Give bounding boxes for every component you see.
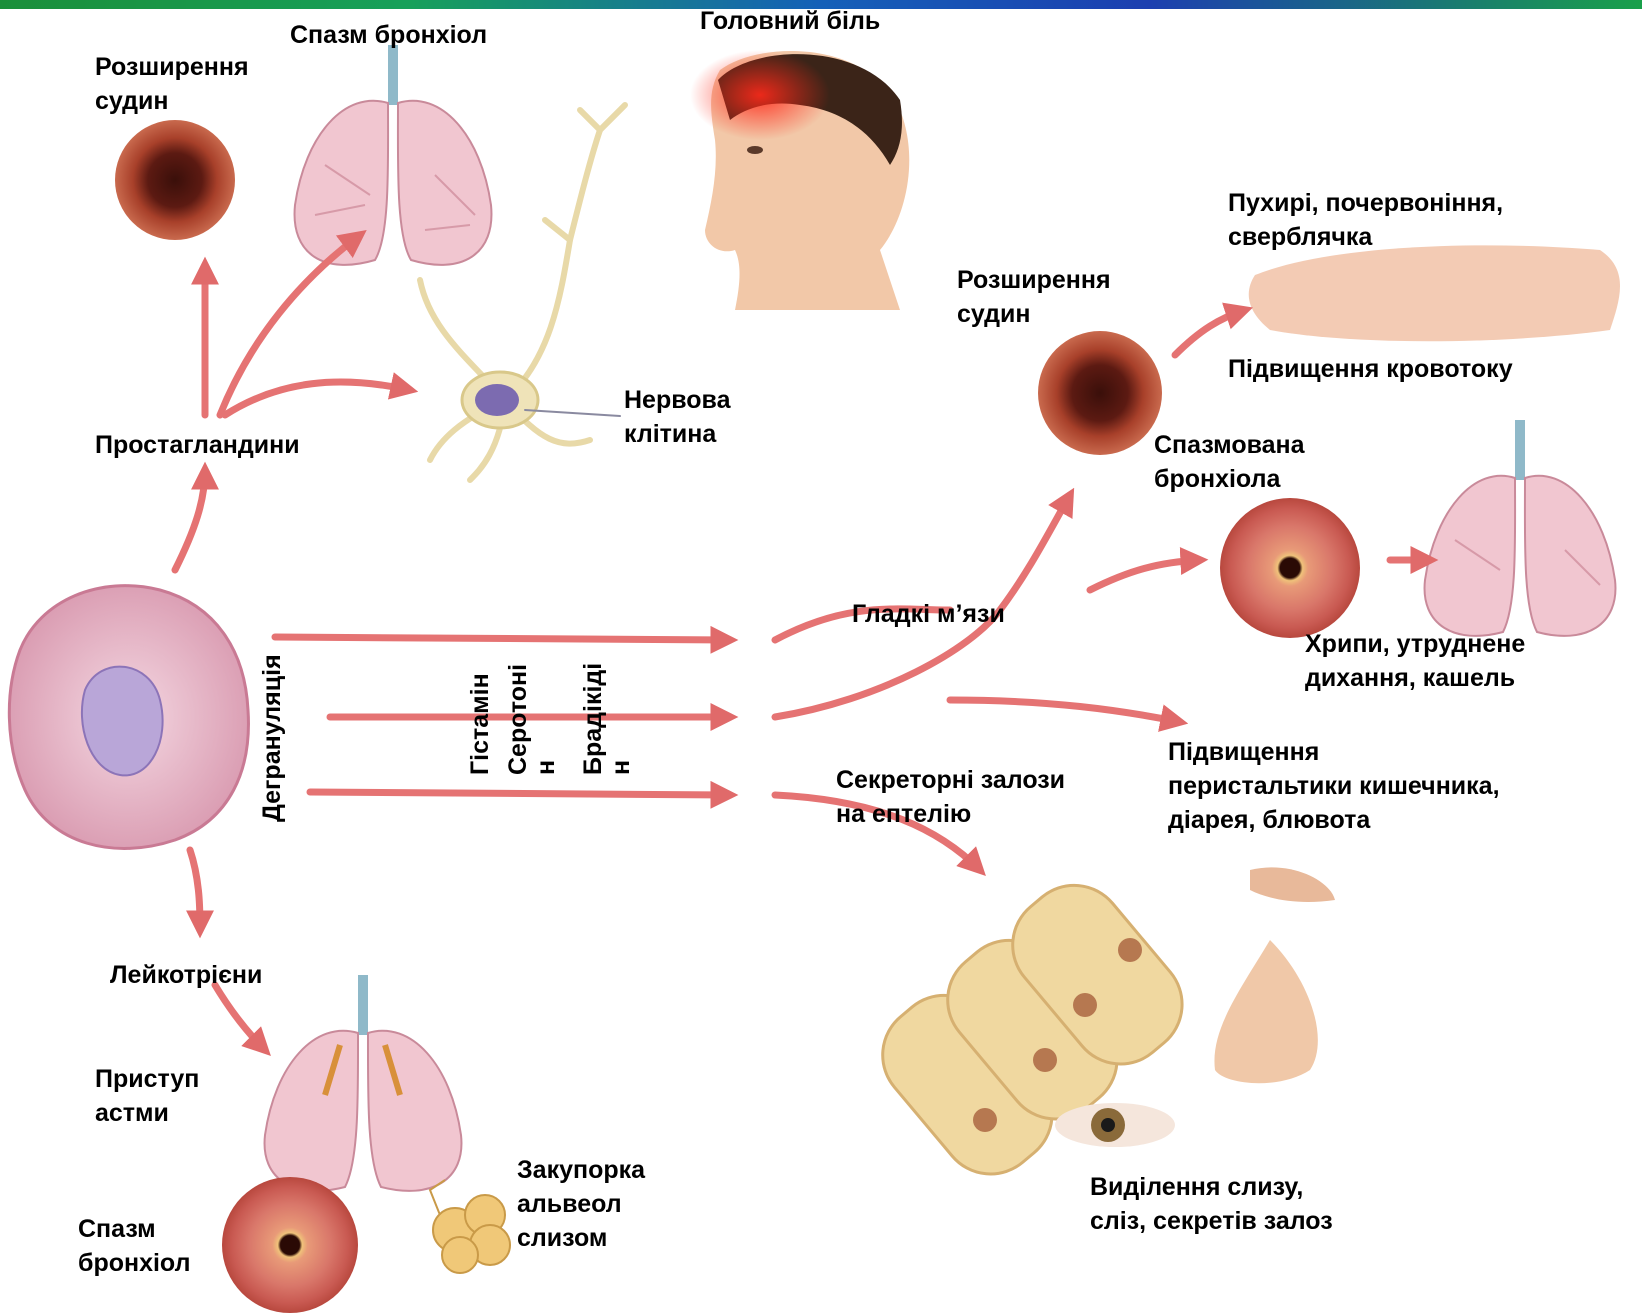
label-asthma-attack: Приступ астми — [95, 1062, 199, 1130]
label-blood-flow: Підвищення кровотоку — [1228, 352, 1513, 386]
bronchiole-bottom — [222, 1177, 358, 1313]
label-line: н — [607, 663, 635, 775]
label-bronchospasm-bottom: Спазм бронхіол — [78, 1212, 190, 1280]
label-line: дихання, кашель — [1305, 661, 1525, 695]
label-line: астми — [95, 1096, 199, 1130]
label-line: перистальтики кишечника, — [1168, 769, 1500, 803]
label-alveoli-blockage: Закупорка альвеол слизом — [517, 1153, 645, 1255]
label-line: слизом — [517, 1221, 645, 1255]
skin-patch — [1249, 245, 1620, 341]
lungs-bottom — [265, 975, 462, 1191]
label-prostaglandins: Простагландини — [95, 428, 300, 462]
label-smooth-muscle: Гладкі м’язи — [852, 597, 1005, 631]
label-line: Брадікіді — [579, 663, 607, 775]
label-line: бронхіола — [1154, 462, 1305, 496]
label-secretion: Виділення слизу, сліз, секретів залоз — [1090, 1170, 1333, 1238]
label-line: сліз, секретів залоз — [1090, 1204, 1333, 1238]
label-wheezing: Хрипи, утруднене дихання, кашель — [1305, 627, 1525, 695]
label-line: Закупорка — [517, 1153, 645, 1187]
label-line: Секреторні залози — [836, 763, 1065, 797]
vessel-left — [115, 120, 235, 240]
epithelial-cells — [862, 865, 1202, 1194]
label-line: н — [532, 664, 560, 775]
label-line: на ептелію — [836, 797, 1065, 831]
label-line: судин — [95, 84, 249, 118]
label-line: Спазмована — [1154, 428, 1305, 462]
label-line: Приступ — [95, 1062, 199, 1096]
label-peristalsis: Підвищення перистальтики кишечника, діар… — [1168, 735, 1500, 837]
label-line: клітина — [624, 417, 730, 451]
vessel-right — [1038, 331, 1162, 455]
label-spasmed-bronchiole: Спазмована бронхіола — [1154, 428, 1305, 496]
label-line: судин — [957, 297, 1111, 331]
lungs-right — [1425, 420, 1616, 636]
label-bradykinin: Брадікіді н — [579, 663, 635, 775]
alveoli — [430, 1180, 510, 1273]
label-line: Розширення — [95, 50, 249, 84]
label-nerve-cell: Нервова клітина — [624, 383, 730, 451]
lungs-top — [295, 45, 492, 265]
label-line: Нервова — [624, 383, 730, 417]
head-illustration — [690, 50, 909, 310]
label-vasodilation-left: Розширення судин — [95, 50, 249, 118]
label-line: Виділення слизу, — [1090, 1170, 1333, 1204]
label-bronchospasm-top: Спазм бронхіол — [290, 18, 487, 52]
label-leukotrienes: Лейкотрієни — [110, 958, 262, 992]
label-headache: Головний біль — [700, 4, 880, 38]
label-histamine: Гістамін — [466, 673, 494, 775]
label-line: альвеол — [517, 1187, 645, 1221]
label-line: Хрипи, утруднене — [1305, 627, 1525, 661]
label-vasodilation-right: Розширення судин — [957, 263, 1111, 331]
label-line: бронхіол — [78, 1246, 190, 1280]
label-line: сверблячка — [1228, 220, 1503, 254]
label-secretory-glands: Секреторні залози на ептелію — [836, 763, 1065, 831]
label-line: Пухирі, почервоніння, — [1228, 186, 1503, 220]
bronchiole-right — [1220, 498, 1360, 638]
label-line: Підвищення — [1168, 735, 1500, 769]
label-line: Розширення — [957, 263, 1111, 297]
label-line: Спазм — [78, 1212, 190, 1246]
label-line: Серотоні — [504, 664, 532, 775]
mast-cell — [9, 586, 248, 849]
label-blisters: Пухирі, почервоніння, сверблячка — [1228, 186, 1503, 254]
label-degranulation: Дегрануляція — [258, 654, 286, 822]
label-serotonin: Серотоні н — [504, 664, 560, 775]
label-line: діарея, блювота — [1168, 803, 1500, 837]
